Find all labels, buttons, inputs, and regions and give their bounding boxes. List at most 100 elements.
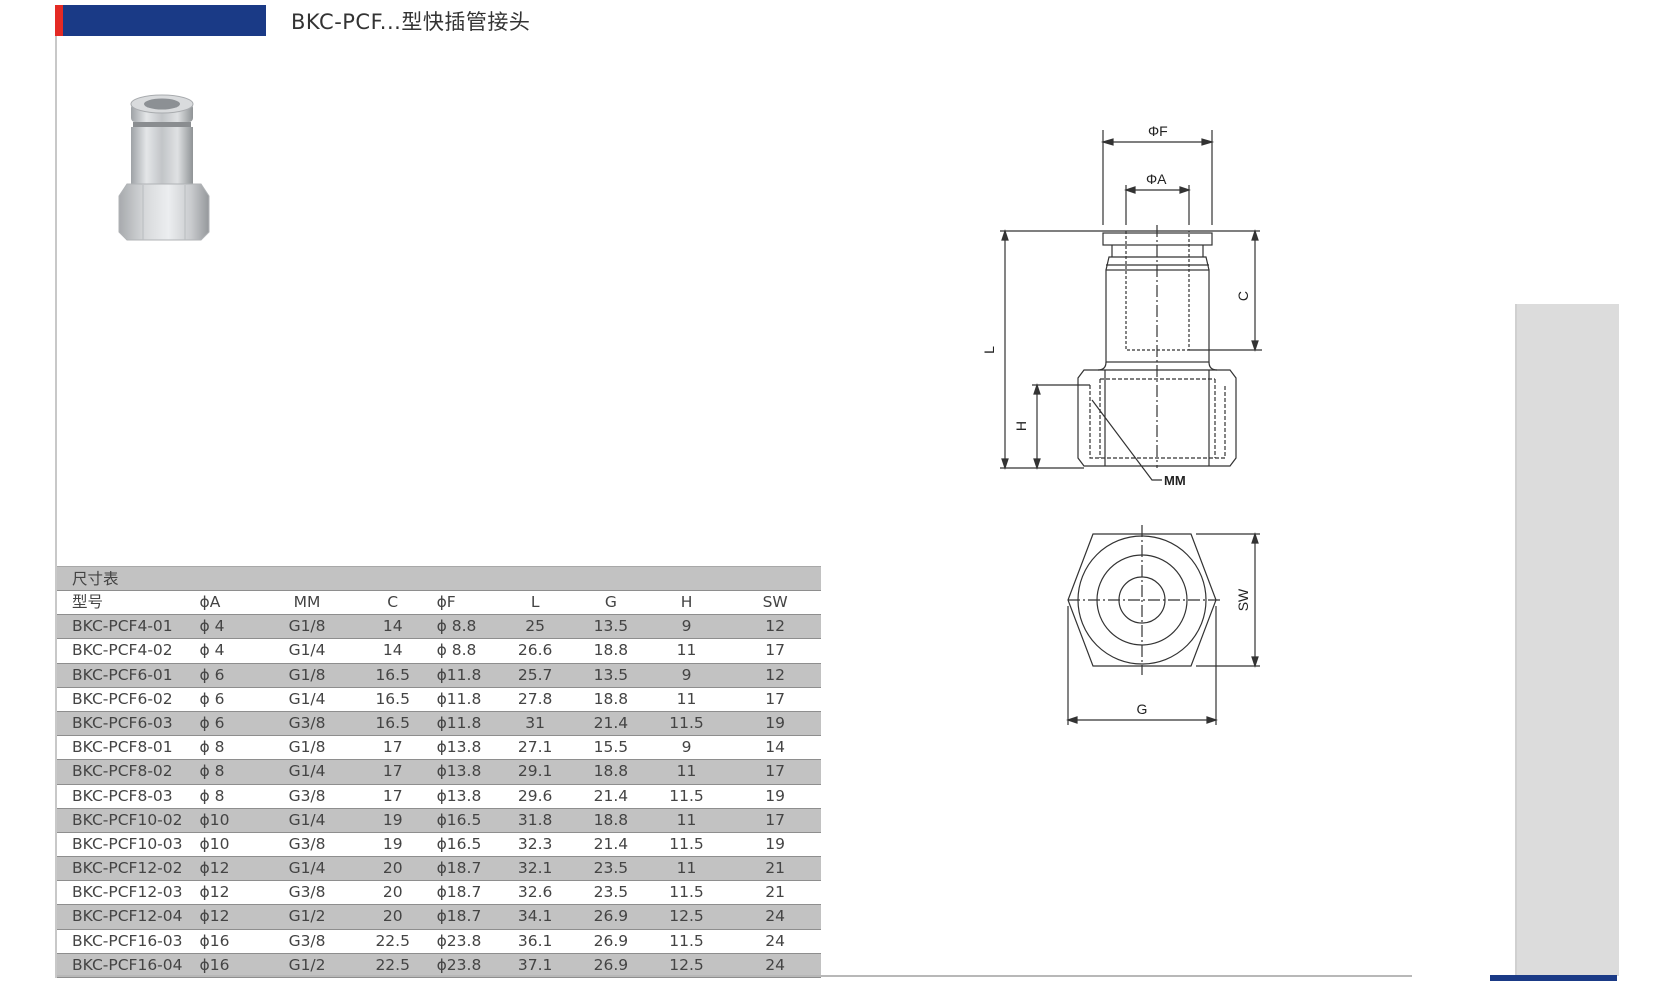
table-cell: 12.5 (669, 907, 704, 926)
table-cell: ϕ13.8 (436, 786, 482, 805)
table-cell: 29.6 (517, 786, 553, 805)
table-cell: 21.4 (593, 786, 629, 805)
label-SW: SW (1235, 588, 1251, 611)
header-blue-bar (63, 5, 266, 36)
table-cell: BKC-PCF10-03 (72, 834, 183, 853)
table-cell: 17 (382, 738, 403, 757)
table-cell: 11.5 (669, 834, 704, 853)
col-G: G (604, 593, 617, 611)
table-cell: ϕ11.8 (436, 689, 482, 708)
table-cell: G3/8 (288, 786, 326, 805)
table-cell: 16.5 (375, 689, 410, 708)
table-cell: 18.8 (593, 762, 629, 781)
table-cell: 25.7 (517, 665, 553, 684)
label-C: C (1235, 291, 1251, 301)
table-cell: BKC-PCF8-02 (72, 762, 173, 781)
table-cell: 21 (765, 883, 786, 902)
table-cell: ϕ 8 (199, 738, 225, 757)
table-cell: 11.5 (669, 883, 704, 902)
page-margin-line (55, 36, 57, 978)
table-cell: 17 (765, 810, 786, 829)
table-cell: 23.5 (593, 859, 629, 878)
table-cell: ϕ13.8 (436, 738, 482, 757)
table-cell: 26.9 (593, 907, 629, 926)
table-cell: 18.8 (593, 641, 629, 660)
col-H: H (680, 593, 693, 611)
table-cell: 27.1 (517, 738, 553, 757)
table-cell: ϕ16.5 (436, 834, 482, 853)
footer-rule (57, 975, 1412, 977)
table-cell: 21.4 (593, 834, 629, 853)
table-cell: ϕ 8 (199, 762, 225, 781)
table-cell: 13.5 (593, 617, 629, 636)
table-cell: 24 (765, 907, 786, 926)
table-cell: 11 (676, 859, 697, 878)
table-cell: 17 (765, 689, 786, 708)
table-cell: G1/8 (288, 738, 326, 757)
table-cell: 11 (676, 689, 697, 708)
table-cell: 23.5 (593, 883, 629, 902)
table-cell: 17 (382, 786, 403, 805)
table-cell: 31 (525, 713, 546, 732)
col-SW: SW (762, 593, 788, 611)
table-header-row: 型号 ϕA MM C ϕF L G H SW (57, 591, 821, 616)
table-cell: G1/4 (288, 689, 326, 708)
label-G: G (1137, 701, 1148, 717)
table-cell: ϕ 6 (199, 713, 225, 732)
label-MM: MM (1164, 473, 1186, 488)
side-tab-panel (1515, 304, 1619, 976)
table-cell: 21.4 (593, 713, 629, 732)
table-cell: BKC-PCF16-03 (72, 931, 183, 950)
table-cell: 11 (676, 641, 697, 660)
label-phiA: ΦA (1146, 171, 1167, 187)
label-phiF: ΦF (1148, 123, 1168, 139)
table-cell: ϕ12 (199, 907, 230, 926)
table-cell: 31.8 (517, 810, 553, 829)
table-cell: G1/8 (288, 617, 326, 636)
col-model: 型号 (72, 593, 104, 611)
col-phiA: ϕA (199, 593, 221, 611)
table-cell: 18.8 (593, 689, 629, 708)
table-cell: 32.6 (517, 883, 553, 902)
table-cell: 17 (765, 641, 786, 660)
col-C: C (387, 593, 399, 611)
table-cell: 27.8 (517, 689, 553, 708)
technical-drawing: ΦF ΦA C L H MM SW (981, 123, 1262, 725)
table-cell: 9 (681, 665, 692, 684)
table-cell: 29.1 (517, 762, 553, 781)
table-cell: BKC-PCF12-04 (72, 907, 183, 926)
table-cell: 11 (676, 762, 697, 781)
table-cell: 16.5 (375, 713, 410, 732)
col-L: L (530, 593, 540, 611)
table-cell: 12.5 (669, 955, 704, 974)
table-cell: BKC-PCF8-03 (72, 786, 173, 805)
table-cell: ϕ10 (199, 834, 230, 853)
table-cell: 25 (525, 617, 546, 636)
table-cell: 11.5 (669, 931, 704, 950)
label-H: H (1013, 421, 1029, 431)
table-cell: 19 (382, 834, 403, 853)
header-red-accent (55, 5, 63, 36)
table-cell: G1/2 (288, 907, 326, 926)
table-cell: ϕ12 (199, 883, 230, 902)
table-cell: BKC-PCF6-01 (72, 665, 173, 684)
table-cell: 37.1 (517, 955, 553, 974)
table-cell: 19 (382, 810, 403, 829)
col-MM: MM (293, 593, 321, 611)
table-cell: G3/8 (288, 931, 326, 950)
table-cell: 32.3 (517, 834, 553, 853)
table-cell: 11.5 (669, 786, 704, 805)
table-cell: BKC-PCF6-02 (72, 689, 173, 708)
table-cell: 34.1 (517, 907, 553, 926)
table-cell: ϕ16 (199, 955, 230, 974)
table-cell: ϕ12 (199, 859, 230, 878)
